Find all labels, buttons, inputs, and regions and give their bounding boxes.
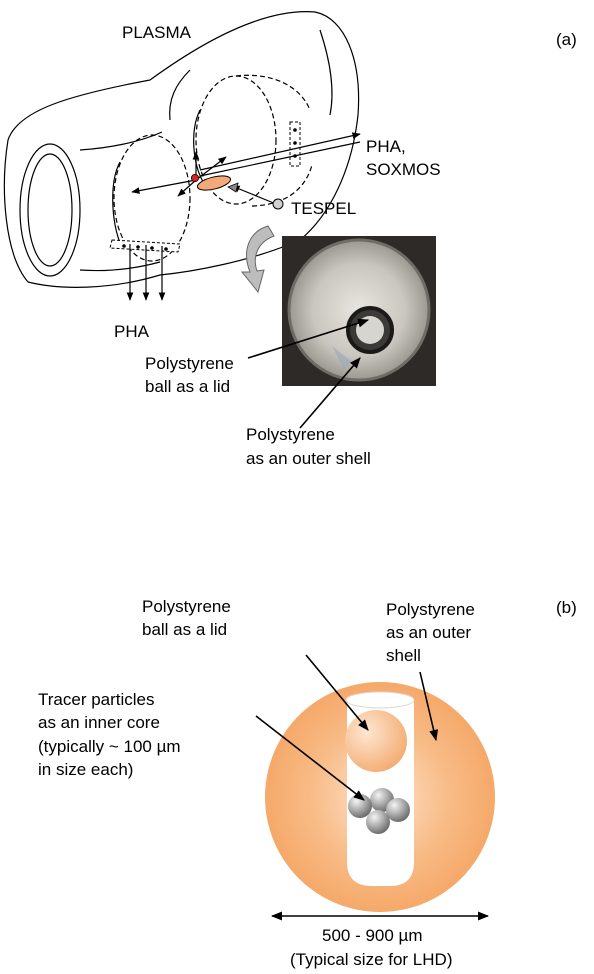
lid-label-1: Polystyrene xyxy=(142,597,231,617)
shell-label-1: Polystyrene xyxy=(386,600,475,620)
lid-label-2: ball as a lid xyxy=(142,620,227,640)
shell-label-2: as an outer xyxy=(386,623,471,643)
size-label-1: 500 - 900 µm xyxy=(322,926,423,946)
core-label-1: Tracer particles xyxy=(38,690,155,710)
shell-label-3: shell xyxy=(386,646,421,666)
panel-b-label: (b) xyxy=(556,598,577,618)
core-label-2: as an inner core xyxy=(38,713,160,733)
core-label-3: (typically ~ 100 µm xyxy=(38,737,181,757)
size-label-2: (Typical size for LHD) xyxy=(290,950,452,970)
core-label-4: in size each) xyxy=(38,760,133,780)
